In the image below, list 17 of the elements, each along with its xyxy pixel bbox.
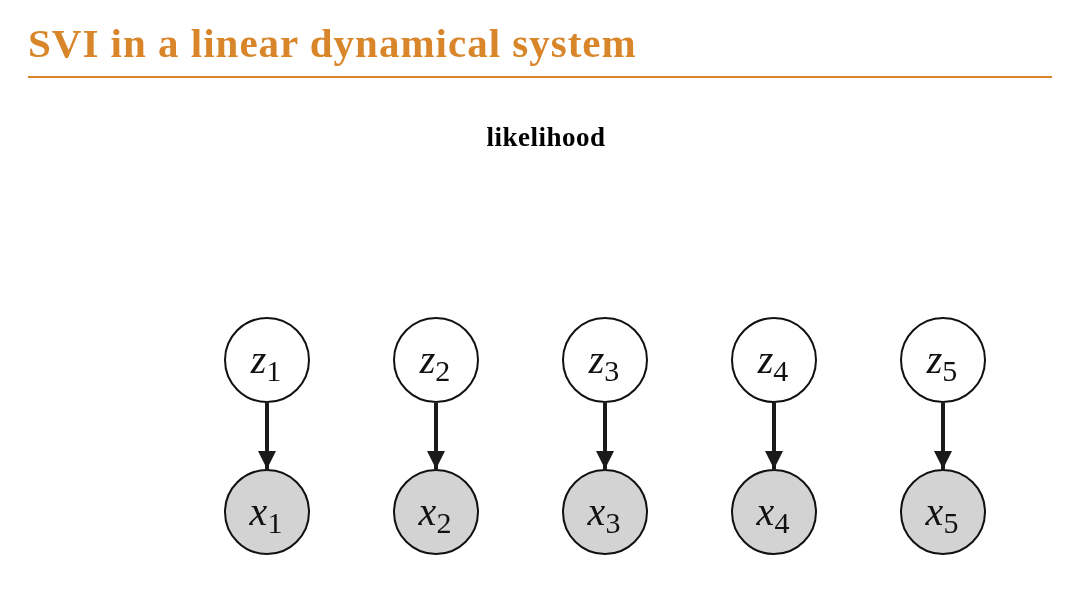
node-label: x$_{1}$ bbox=[249, 490, 284, 534]
node-label: z$_{4}$ bbox=[757, 338, 790, 382]
node-label: x$_{2}$ bbox=[418, 490, 453, 534]
node-label: x$_{5}$ bbox=[925, 490, 960, 534]
node-label: z$_{3}$ bbox=[588, 338, 621, 382]
arrow bbox=[934, 403, 952, 469]
node-label: z$_{2}$ bbox=[419, 338, 452, 382]
arrow bbox=[258, 403, 276, 469]
slide-title: SVI in a linear dynamical system bbox=[28, 19, 637, 68]
arrow bbox=[427, 403, 445, 469]
diagram-heading: likelihood bbox=[486, 121, 606, 153]
node-label: z$_{5}$ bbox=[926, 338, 959, 382]
arrow bbox=[765, 403, 783, 469]
node-label: x$_{4}$ bbox=[756, 490, 791, 534]
node-label: x$_{3}$ bbox=[587, 490, 622, 534]
arrow bbox=[596, 403, 614, 469]
node-label: z$_{1}$ bbox=[250, 338, 283, 382]
